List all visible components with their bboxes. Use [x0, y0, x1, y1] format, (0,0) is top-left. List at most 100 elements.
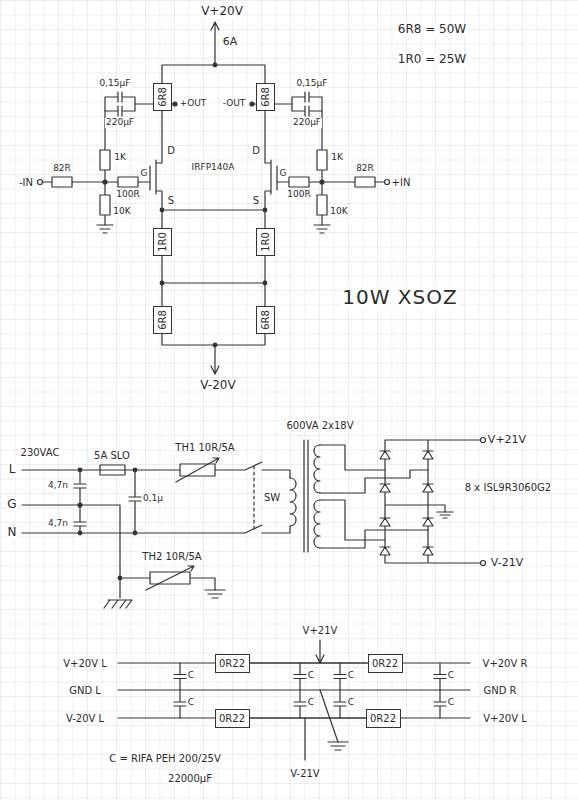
terminal — [481, 438, 486, 443]
schematic-label: TH2 10R/5A — [141, 551, 202, 562]
resistor-value: 1R0 — [157, 232, 168, 252]
resistor-box: 6R8 — [256, 306, 275, 334]
capacitor-symbol — [334, 663, 346, 690]
terminal — [385, 180, 390, 185]
schematic-label: N — [7, 526, 18, 539]
junction-dot — [133, 468, 137, 472]
diode-symbol — [423, 484, 433, 492]
schematic-label: C — [447, 698, 455, 708]
schematic-label: 0,15μF — [99, 79, 132, 89]
schematic-label: C — [307, 671, 315, 681]
schematic-label: D — [166, 145, 176, 156]
diode-symbol — [423, 451, 433, 459]
capacitor-symbol — [292, 92, 322, 116]
junction-dot — [103, 180, 107, 184]
schematic-label: V-21V — [490, 557, 524, 569]
junction-dot — [118, 576, 122, 580]
resistor-box: 1R0 — [256, 228, 275, 256]
schematic-label: C = RIFA PEH 200/25V — [108, 753, 222, 764]
capacitor-symbol — [174, 663, 186, 690]
resistor-symbol — [317, 150, 327, 170]
ground-symbol — [328, 742, 348, 750]
schematic-label: 6A — [222, 36, 239, 48]
schematic-label: V+20V L — [62, 658, 108, 669]
resistor-box: 0R22 — [215, 654, 250, 673]
wire — [161, 256, 162, 306]
wire — [250, 717, 366, 718]
schematic-label: 1R0 = 25W — [397, 53, 467, 66]
x-capacitor — [129, 470, 141, 533]
junction-dot — [160, 208, 164, 212]
wire — [162, 334, 265, 345]
diode-symbol — [423, 518, 433, 526]
capacitor-symbol — [174, 690, 186, 718]
schematic-label: 82R — [355, 164, 375, 174]
diode-group — [380, 451, 433, 555]
resistor-symbol — [289, 177, 309, 187]
schematic-label: V-20V L — [65, 713, 105, 724]
diode-symbol — [380, 547, 390, 555]
thermistor-arrow — [176, 458, 219, 482]
schematic-label: 1K — [113, 153, 127, 163]
schematic-label: 8 x ISL9R3060G2 — [464, 482, 552, 493]
capacitor-symbol — [434, 690, 446, 718]
diode-symbol — [380, 518, 390, 526]
resistor-value: 6R8 — [157, 87, 168, 107]
resistor-symbol — [118, 177, 138, 187]
schematic-label: G — [6, 498, 17, 511]
resistor-value: 0R22 — [370, 713, 396, 724]
schematic-label: +OUT — [179, 99, 208, 109]
junction-dot — [133, 531, 137, 535]
resistor-box: 1R0 — [153, 228, 172, 256]
schematic-label: V-20V — [199, 379, 236, 392]
schematic-label: C — [187, 698, 195, 708]
junction-dots — [103, 63, 324, 347]
schematic-label: V+20V R — [482, 658, 529, 669]
diode-symbol — [380, 484, 390, 492]
resistor-value: 6R8 — [260, 310, 271, 330]
schematic-label: +IN — [391, 177, 412, 188]
terminal — [481, 561, 486, 566]
schematic-label: G — [140, 169, 149, 179]
chassis-earth — [104, 600, 132, 608]
capacitor-symbol — [105, 92, 135, 116]
schematic-label: 230VAC — [20, 447, 61, 458]
schematic-label: 0,15μF — [296, 79, 329, 89]
schematic-label: 5A SLO — [93, 450, 131, 461]
transformer-primary — [290, 478, 296, 526]
ground-symbol — [205, 590, 225, 598]
transformer-secondary — [314, 445, 320, 548]
junction-dot — [173, 102, 177, 106]
resistor-symbol — [100, 195, 110, 215]
schematic-label: D — [251, 145, 261, 156]
schematic-label: GND L — [68, 685, 102, 696]
supply-wire — [211, 345, 219, 374]
resistor-box: 6R8 — [256, 83, 275, 111]
wire — [40, 111, 387, 225]
schematic-label: GND R — [482, 685, 517, 696]
ground-symbol — [97, 225, 330, 233]
junction-dot — [320, 180, 324, 184]
schematic-label: 0,1μ — [142, 494, 164, 504]
resistor-box: 6R8 — [153, 306, 172, 334]
resistor-symbol — [355, 177, 375, 187]
schematic-label: V+20V L — [482, 713, 528, 724]
schematic-label: C — [347, 671, 355, 681]
schematic-label: 100R — [115, 190, 140, 200]
capacitor-symbol — [334, 690, 346, 718]
capacitor-symbol — [294, 663, 306, 690]
resistor-box: 6R8 — [153, 83, 172, 111]
junction-dot — [263, 208, 267, 212]
rectifier-rail — [385, 440, 480, 563]
resistor-symbol — [100, 150, 110, 170]
supply-wire — [211, 22, 219, 65]
wire — [250, 662, 368, 663]
capacitor-symbol — [294, 690, 306, 718]
capacitor-symbol — [434, 663, 446, 690]
junction-dot — [250, 102, 254, 106]
thermistor-arrow — [146, 566, 194, 590]
schematic-label: 100R — [286, 190, 311, 200]
